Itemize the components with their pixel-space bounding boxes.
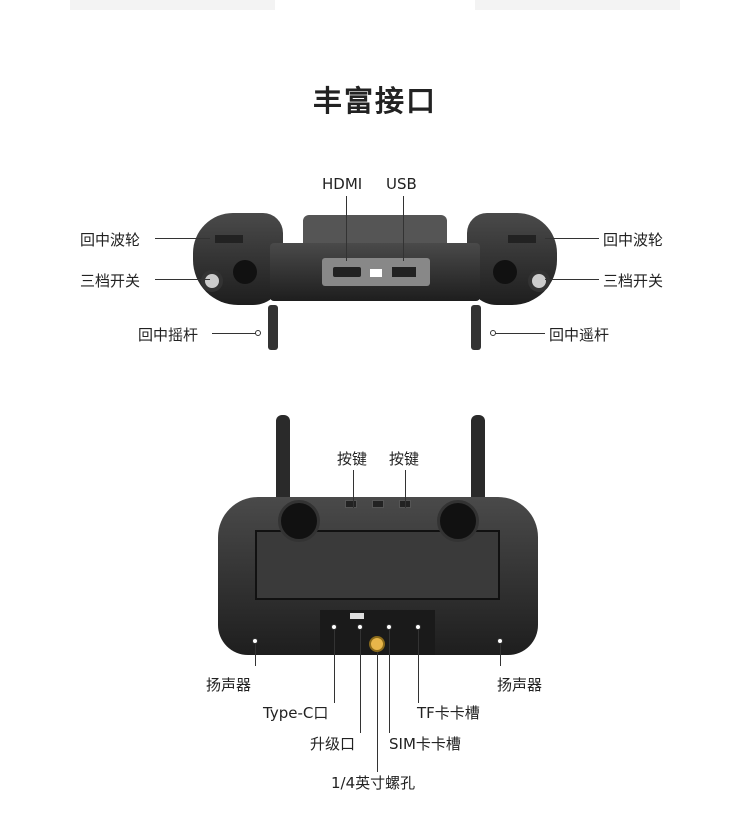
label-hdmi: HDMI: [322, 175, 363, 193]
top-fade-bar-right: [475, 0, 680, 10]
label-right-stick: 回中遥杆: [549, 326, 610, 344]
label-button-2: 按键: [389, 450, 420, 468]
screw-hole: [369, 636, 385, 652]
label-sim-slot: SIM卡卡槽: [389, 735, 461, 753]
label-left-wheel: 回中波轮: [80, 231, 141, 249]
label-speaker-left: 扬声器: [206, 676, 252, 694]
label-speaker-right: 扬声器: [497, 676, 543, 694]
label-left-switch: 三档开关: [80, 272, 141, 290]
hdmi-port: [333, 267, 361, 277]
label-button-1: 按键: [337, 450, 368, 468]
page-title: 丰富接口: [312, 84, 437, 118]
label-right-switch: 三档开关: [603, 272, 664, 290]
label-usb: USB: [386, 175, 417, 193]
label-tf-slot: TF卡卡槽: [417, 704, 480, 722]
usb-port: [392, 267, 416, 277]
top-fade-bar-left: [70, 0, 275, 10]
label-upgrade-port: 升级口: [310, 735, 356, 753]
label-type-c: Type-C口: [263, 704, 329, 722]
label-screw-hole: 1/4英寸螺孔: [331, 774, 416, 792]
label-right-wheel: 回中波轮: [603, 231, 664, 249]
label-left-stick: 回中摇杆: [138, 326, 199, 344]
